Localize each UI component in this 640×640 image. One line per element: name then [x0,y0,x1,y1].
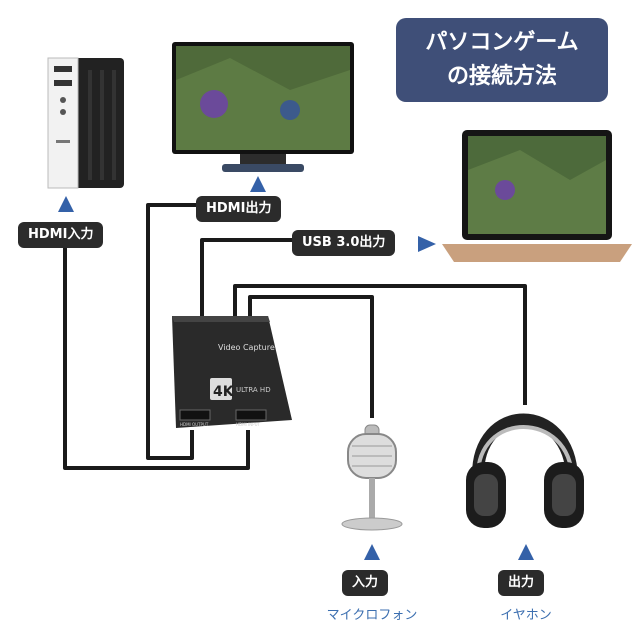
hdmi-input-label: HDMI入力 [18,222,104,248]
hdmi-input-port [235,409,267,421]
hdmi-output-cable [146,203,248,460]
arrow-up-headphone-icon [518,544,534,560]
cables [63,203,527,470]
laptop [442,130,632,262]
microphone [341,424,403,531]
hdmi-output-label: HDMI出力 [196,196,282,222]
title-line-1: パソコンゲーム [425,30,579,55]
usb-cable [200,238,300,316]
device-port2: HDMI INPUT [236,422,261,427]
microphone-caption: マイクロフォン [326,608,418,623]
microphone-cable [248,295,374,418]
title-line-2: の接続方法 [446,64,557,89]
desktop-pc [47,57,124,189]
hdmi-input-cable [63,245,250,470]
arrow-up-monitor-icon [250,176,266,192]
capture-device: 4K ULTRA HD Video Capture HDMI OUTPUT HD… [172,316,292,428]
arrow-up-mic-icon [364,544,380,560]
device-brand: Video Capture [218,343,275,352]
arrow-right-laptop-icon [418,236,436,252]
input-label: 入力 [342,570,389,596]
usb-output-label: USB 3.0出力 [292,230,396,256]
device-4k-badge-bg [210,378,232,400]
page-title: パソコンゲーム の接続方法 [396,18,608,102]
device-badge: 4K [213,384,235,400]
earphone-caption: イヤホン [500,608,552,623]
headphones [466,413,584,528]
headphone-cable [233,284,527,405]
hdmi-output-port [179,409,211,421]
device-model: ULTRA HD [236,386,271,394]
arrows [58,176,534,560]
arrow-up-pc-icon [58,196,74,212]
monitor [172,42,354,172]
output-label: 出力 [498,570,545,596]
device-port1: HDMI OUTPUT [180,422,209,427]
